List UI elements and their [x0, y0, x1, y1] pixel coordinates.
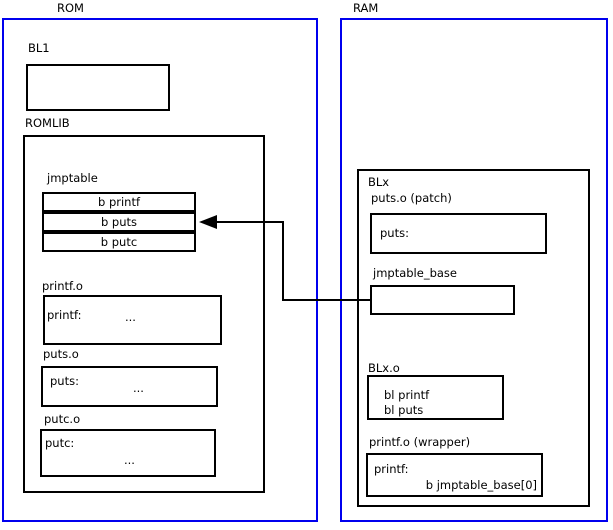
jmptable-label: jmptable	[47, 171, 98, 185]
puts-body-ellipsis: ...	[133, 381, 144, 395]
romlib-label: ROMLIB	[25, 116, 70, 130]
puts-o-box: puts: ...	[41, 366, 218, 407]
jmptable-entry-b-putc: b putc	[42, 232, 196, 252]
rom-title: ROM	[57, 1, 84, 15]
blx-o-line-bl-printf: bl printf	[384, 388, 430, 402]
blx-label: BLx	[368, 175, 390, 189]
printf-wrapper-box: printf: b jmptable_base[0]	[366, 453, 543, 497]
puts-symbol: puts:	[50, 374, 79, 388]
blx-o-box: bl printf bl puts	[367, 375, 504, 420]
printf-body-ellipsis: ...	[125, 310, 136, 324]
printf-wrapper-symbol: printf:	[374, 462, 409, 476]
puts-patch-label: puts.o (patch)	[371, 191, 452, 205]
puts-patch-symbol: puts:	[380, 226, 409, 240]
jmptable-entry-b-printf: b printf	[42, 192, 196, 212]
jmptable-entry-b-puts: b puts	[42, 212, 196, 232]
puts-patch-box: puts:	[370, 213, 547, 254]
printf-o-label: printf.o	[42, 279, 83, 293]
bl1-label: BL1	[28, 41, 50, 55]
ram-title: RAM	[353, 1, 379, 15]
jmptable-base-box	[370, 285, 515, 315]
puts-o-label: puts.o	[43, 347, 79, 361]
putc-o-box: putc: ...	[40, 429, 216, 477]
printf-wrapper-branch: b jmptable_base[0]	[425, 478, 537, 492]
putc-o-label: putc.o	[44, 412, 81, 426]
jmptable-base-label: jmptable_base	[373, 266, 457, 280]
printf-symbol: printf:	[47, 308, 82, 322]
putc-symbol: putc:	[45, 436, 75, 450]
printf-wrapper-label: printf.o (wrapper)	[369, 435, 471, 449]
bl1-box	[26, 64, 170, 111]
printf-o-box: printf: ...	[43, 295, 222, 345]
blx-o-label: BLx.o	[368, 361, 400, 375]
putc-body-ellipsis: ...	[124, 453, 135, 467]
blx-o-line-bl-puts: bl puts	[384, 403, 424, 417]
